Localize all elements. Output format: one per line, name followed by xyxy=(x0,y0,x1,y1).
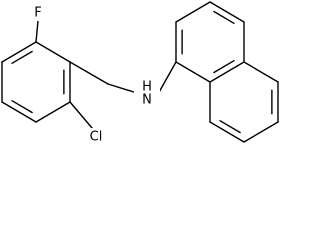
ring-a-bond-5 xyxy=(1,41,37,63)
molecule-diagram: F H N Cl xyxy=(1,1,279,146)
naph-ring-2-bond-1 xyxy=(243,61,279,83)
fluorine-label-background xyxy=(30,5,46,21)
naph-ring-1-double-bond-2 xyxy=(213,10,235,25)
naph-ring-1-bond-2 xyxy=(175,1,211,23)
naph-ring-1-double-bond-3 xyxy=(213,59,235,74)
naph-ring-1-bond-5 xyxy=(209,61,245,83)
naph-ring-1-bond-6 xyxy=(175,61,211,83)
methylene-bond-a xyxy=(69,61,109,85)
ring-a-double-bond-2 xyxy=(11,99,33,114)
ring-a-bond-2 xyxy=(35,101,71,123)
chlorine-bond xyxy=(69,101,93,129)
label-layer: F H N Cl xyxy=(30,5,160,146)
methylene-bond-b xyxy=(107,83,138,94)
ring-a-bond-6 xyxy=(35,41,71,63)
ring-a-double-bond-3 xyxy=(11,50,33,65)
chlorine-label-background xyxy=(84,128,108,146)
naph-ring-1-bond-3 xyxy=(209,1,245,23)
fluorine-label: F xyxy=(34,6,41,21)
amine-label-background xyxy=(134,80,160,110)
naph-ring-2-double-bond-2 xyxy=(219,119,241,134)
nitrogen-label: N xyxy=(142,93,152,108)
hydrogen-label: H xyxy=(142,80,152,95)
fluorine-bond xyxy=(35,20,39,43)
amine-aryl-bond xyxy=(157,61,177,95)
naph-ring-2-bond-4 xyxy=(209,121,245,143)
bond-layer xyxy=(1,1,279,143)
naph-ring-2-bond-3 xyxy=(243,121,279,143)
ring-a-bond-3 xyxy=(1,101,37,123)
structure-canvas: F H N Cl xyxy=(1,1,279,146)
chlorine-label: Cl xyxy=(90,130,103,145)
